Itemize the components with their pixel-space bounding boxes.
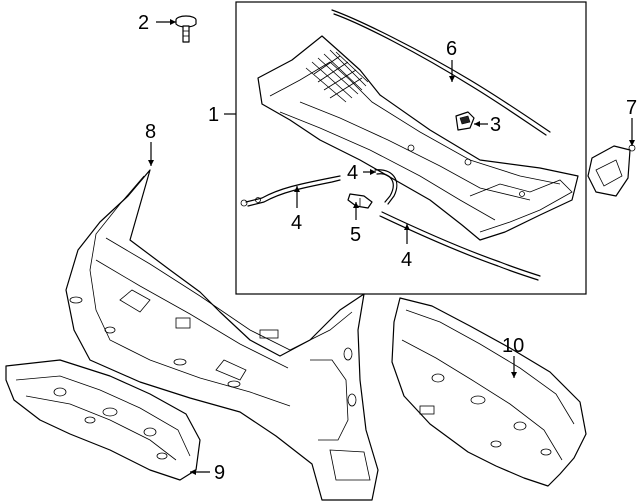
callout-6: 6: [446, 38, 457, 60]
part-insulator-lower: [5, 359, 201, 481]
callout-10: 10: [502, 335, 524, 357]
part-insulator-dash: [391, 297, 587, 487]
leader-lines: [148, 19, 635, 475]
callout-8: 8: [145, 121, 156, 143]
callout-labels: 1 2 3 4 4 4 5 6 7 8 9 10: [138, 12, 637, 484]
part-washer-hose-left: [240, 175, 341, 207]
cowl-assembly-box: [235, 1, 587, 295]
callout-4-long: 4: [401, 249, 412, 271]
part-clip: [455, 111, 475, 131]
part-cowl-top-panel: [257, 35, 579, 241]
callout-4-curved: 4: [347, 162, 358, 184]
part-dash-panel: [65, 169, 379, 501]
part-bracket: [587, 144, 636, 197]
part-washer-hose-curved: [374, 169, 398, 205]
callout-9: 9: [214, 462, 225, 484]
callout-2: 2: [138, 12, 149, 34]
callout-7: 7: [626, 97, 637, 119]
callout-4-left: 4: [291, 212, 302, 234]
callout-1: 1: [208, 104, 219, 126]
callout-3: 3: [490, 114, 501, 136]
part-weatherstrip-upper: [331, 9, 551, 136]
part-connector: [347, 193, 373, 209]
part-bolt: [175, 15, 197, 43]
callout-5: 5: [350, 224, 361, 246]
